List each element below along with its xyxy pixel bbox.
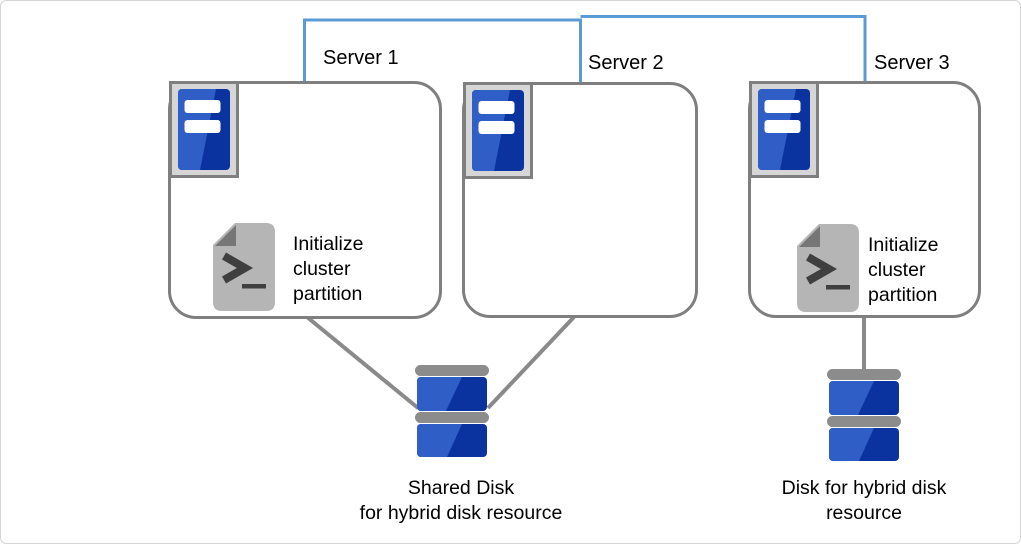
- terminal-prompt-glyph: [222, 252, 254, 284]
- folded-corner: [215, 225, 236, 246]
- server2-shared-disk-link-line: [486, 315, 576, 410]
- server1-script-caption: Initialize cluster partition: [293, 232, 363, 307]
- disk-label-line: Disk for hybrid disk: [781, 477, 947, 499]
- terminal-prompt-glyph: [806, 253, 838, 285]
- server1-shared-disk-link-line: [305, 315, 420, 410]
- network-link-server1-server2-line: [303, 18, 582, 84]
- hybrid-disk-icon: [827, 369, 901, 461]
- caption-line: cluster: [868, 259, 926, 281]
- server2-icon: [463, 82, 533, 179]
- server-icon-slot: [764, 100, 801, 113]
- disk-platter-gloss: [417, 377, 462, 411]
- folded-corner: [799, 226, 820, 247]
- disk-platter-gloss: [829, 381, 874, 415]
- terminal-underscore-glyph: [826, 285, 850, 290]
- caption-line: partition: [293, 283, 363, 305]
- server2-label: Server 2: [588, 52, 664, 74]
- server3-label: Server 3: [874, 52, 950, 74]
- server-icon-slot: [764, 120, 801, 133]
- disk-label-line: resource: [826, 502, 902, 524]
- server-icon-slot: [478, 121, 515, 134]
- disk-cap: [827, 416, 901, 427]
- caption-line: Initialize: [868, 234, 939, 256]
- shared-disk-icon: [415, 365, 489, 457]
- disk-cap: [415, 365, 489, 376]
- disk-label-line: Shared Disk: [407, 477, 515, 499]
- shared-disk-label: Shared Disk for hybrid disk resource: [331, 476, 591, 526]
- disk-label-line: for hybrid disk resource: [359, 502, 563, 524]
- network-link-server2-server3-line: [580, 15, 867, 83]
- disk-cap: [415, 412, 489, 423]
- server-icon-slot: [184, 100, 221, 113]
- server-icon-slot: [184, 120, 221, 133]
- terminal-underscore-glyph: [242, 284, 266, 289]
- caption-line: Initialize: [293, 233, 364, 255]
- server3-script-file-icon: [797, 224, 859, 312]
- caption-line: cluster: [293, 258, 351, 280]
- server3-icon: [749, 81, 819, 178]
- disk-platter-gloss: [417, 424, 462, 457]
- disk-platter-gloss: [829, 428, 874, 461]
- server2-box: [462, 82, 698, 318]
- disk-cap: [827, 369, 901, 380]
- server3-script-caption: Initialize cluster partition: [868, 233, 938, 308]
- caption-line: partition: [868, 284, 938, 306]
- server1-script-file-icon: [213, 223, 275, 311]
- server1-label: Server 1: [323, 47, 399, 69]
- hybrid-disk-label: Disk for hybrid disk resource: [734, 476, 994, 526]
- server1-icon: [169, 81, 239, 178]
- server-icon-slot: [478, 101, 515, 114]
